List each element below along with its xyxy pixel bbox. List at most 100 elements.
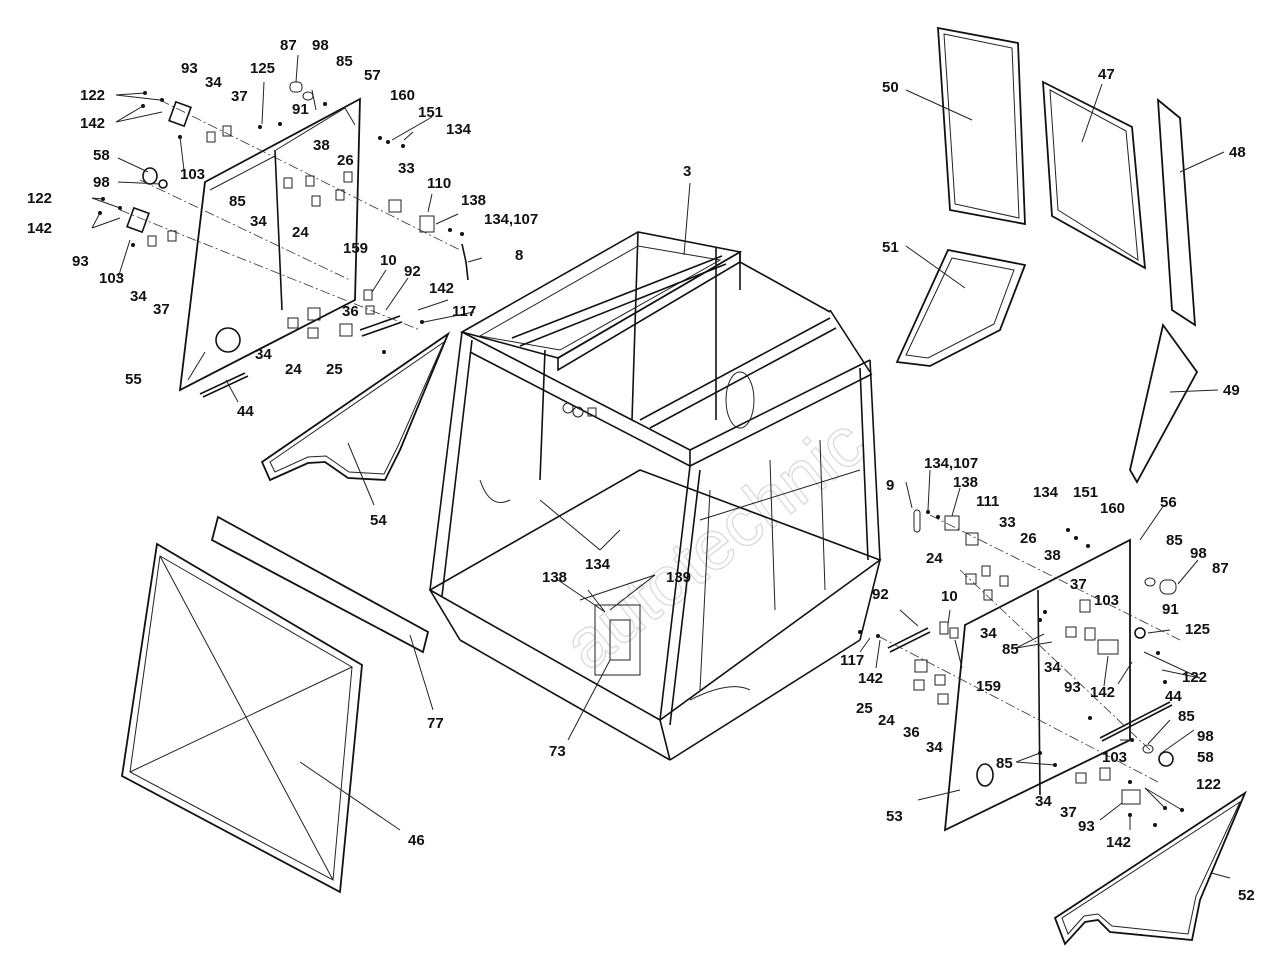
label-125b: 125: [1185, 621, 1210, 638]
label-160a: 160: [390, 87, 415, 104]
label-85b: 85: [229, 193, 246, 210]
label-24d: 24: [878, 712, 895, 729]
label-98d: 98: [1197, 728, 1214, 745]
label-103d: 103: [1102, 749, 1127, 766]
label-50: 50: [882, 79, 899, 96]
label-134b: 134: [1033, 484, 1059, 501]
label-110: 110: [427, 175, 451, 192]
label-34a: 34: [205, 74, 222, 91]
part-49-window: [1129, 322, 1219, 484]
part-54-glass: [260, 331, 450, 506]
label-92b: 92: [872, 586, 889, 603]
label-122a: 122: [80, 87, 105, 104]
label-24b: 24: [285, 361, 302, 378]
label-34g: 34: [926, 739, 943, 756]
label-37a: 37: [231, 88, 248, 105]
label-151a: 151: [418, 104, 443, 121]
label-9: 9: [886, 477, 894, 494]
part-48-window: [1156, 97, 1225, 327]
left-leaders: [91, 54, 483, 403]
label-142b: 142: [27, 220, 52, 237]
label-93c: 93: [1064, 679, 1081, 696]
label-37d: 37: [1060, 804, 1077, 821]
watermark: autotechnic: [549, 403, 879, 685]
label-34e: 34: [980, 625, 997, 642]
label-56: 56: [1160, 494, 1177, 511]
right-leaders: [859, 469, 1231, 879]
label-33a: 33: [398, 160, 415, 177]
label-57: 57: [364, 67, 381, 84]
label-34b: 34: [250, 213, 267, 230]
label-25a: 25: [326, 361, 343, 378]
label-37c: 37: [1070, 576, 1087, 593]
label-93a: 93: [181, 60, 198, 77]
label-26b: 26: [1020, 530, 1037, 547]
label-58a: 58: [93, 147, 110, 164]
label-103a: 103: [180, 166, 205, 183]
label-34f: 34: [1044, 659, 1061, 676]
label-85d: 85: [1002, 641, 1019, 658]
label-44b: 44: [1165, 688, 1182, 705]
label-138c: 138: [542, 569, 567, 586]
label-142c: 142: [429, 280, 454, 297]
label-142f: 142: [1106, 834, 1131, 851]
label-103b: 103: [99, 270, 124, 287]
label-134107b: 134,107: [924, 455, 978, 472]
part-47-window: [1041, 80, 1147, 270]
label-139: 139: [666, 569, 691, 586]
label-87b: 87: [1212, 560, 1229, 577]
label-122c: 122: [1182, 669, 1207, 686]
label-138b: 138: [953, 474, 978, 491]
label-142d: 142: [1090, 684, 1115, 701]
label-142e: 142: [858, 670, 883, 687]
label-159a: 159: [343, 240, 368, 257]
label-44a: 44: [237, 403, 254, 420]
label-48: 48: [1229, 144, 1246, 161]
label-10b: 10: [941, 588, 958, 605]
label-111: 111: [976, 493, 999, 510]
label-25b: 25: [856, 700, 873, 717]
label-98c: 98: [1190, 545, 1207, 562]
label-85a: 85: [336, 53, 353, 70]
label-24c: 24: [926, 550, 943, 567]
label-87a: 87: [280, 37, 297, 54]
label-134107a: 134,107: [484, 211, 538, 228]
label-92a: 92: [404, 263, 421, 280]
label-85e: 85: [1178, 708, 1195, 725]
label-33b: 33: [999, 514, 1016, 531]
label-134a: 134: [446, 121, 472, 138]
part-labels: 87 98 85 93 125 57 122 34 37 91 160 151 …: [27, 37, 1255, 904]
part-46-large-pane: [121, 542, 401, 894]
label-3: 3: [683, 163, 691, 180]
label-24a: 24: [292, 224, 309, 241]
label-36a: 36: [342, 303, 359, 320]
label-117b: 117: [840, 652, 864, 669]
label-38a: 38: [313, 137, 330, 154]
label-159b: 159: [976, 678, 1001, 695]
label-122b: 122: [27, 190, 52, 207]
label-34h: 34: [1035, 793, 1052, 810]
label-85f: 85: [996, 755, 1013, 772]
label-85c: 85: [1166, 532, 1183, 549]
label-134c: 134: [585, 556, 611, 573]
label-103c: 103: [1094, 592, 1119, 609]
left-door-panel: [178, 97, 361, 398]
label-138a: 138: [461, 192, 486, 209]
label-38b: 38: [1044, 547, 1061, 564]
label-8: 8: [515, 247, 523, 264]
label-122d: 122: [1196, 776, 1221, 793]
label-77: 77: [427, 715, 444, 732]
label-10a: 10: [380, 252, 397, 269]
label-73: 73: [549, 743, 566, 760]
label-46: 46: [408, 832, 425, 849]
label-52: 52: [1238, 887, 1255, 904]
part-52-glass: [1053, 790, 1247, 946]
label-151b: 151: [1073, 484, 1098, 501]
label-51: 51: [882, 239, 899, 256]
label-142a: 142: [80, 115, 105, 132]
right-door-hardware: [858, 509, 1184, 827]
label-47: 47: [1098, 66, 1115, 83]
left-door-hardware: [98, 81, 469, 354]
label-93d: 93: [1078, 818, 1095, 835]
label-55: 55: [125, 371, 142, 388]
